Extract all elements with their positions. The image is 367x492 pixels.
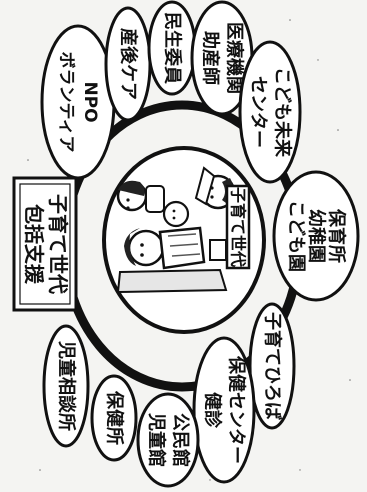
hub-title <box>12 176 78 312</box>
org-label-future-2: センター <box>248 76 269 148</box>
org-label-nursery: 保育所 <box>326 208 348 263</box>
org-label-nursery-2: 幼稚園 <box>306 209 328 263</box>
org-label-health-office: 保健所 <box>104 390 126 445</box>
org-bubble-nursery: 保育所 幼稚園 こども園 <box>272 170 360 302</box>
org-label-npo-2: ボランティア <box>56 52 76 153</box>
org-label-hiroba: 子育てひろば <box>262 312 284 420</box>
org-label-welfare: 民生委員 <box>162 12 184 84</box>
org-label-medical: 医療機関 <box>224 22 246 94</box>
org-label-npo: NPO <box>80 81 100 122</box>
hub-title-line2: 包括支援 <box>22 204 46 285</box>
org-bubble-health-office: 保健所 <box>90 374 138 462</box>
org-label-health-center: 保健センター <box>226 355 248 464</box>
org-label-child-consult: 児童相談所 <box>56 340 78 431</box>
baby-head <box>162 200 190 228</box>
org-label-medical-2: 助産師 <box>200 31 222 85</box>
org-bubble-postpartum: 産後ケア <box>104 6 152 122</box>
org-label-postpartum: 産後ケア <box>118 28 140 100</box>
center-family-label: 子育て世代 <box>229 187 248 267</box>
org-bubble-future: こども未来 センター <box>238 40 302 184</box>
hub-title-line1: 子育て世代 <box>46 194 70 294</box>
org-label-health-center-2: 健診 <box>202 392 224 429</box>
mother-head <box>127 229 165 267</box>
org-bubble-health-center: 保健センター 健診 <box>192 336 256 484</box>
org-label-community: 公民館 <box>170 413 192 467</box>
org-bubble-welfare: 民生委員 <box>147 0 197 96</box>
org-label-community-2: 児童館 <box>146 412 168 467</box>
family-illustration <box>116 166 236 294</box>
org-label-future: こども未来 <box>272 67 293 158</box>
center-label-box <box>225 184 251 270</box>
org-label-nursery-3: こども園 <box>286 200 307 272</box>
org-bubble-child-consult: 児童相談所 <box>42 324 90 448</box>
org-bubble-npo: NPO ボランティア <box>40 24 116 180</box>
org-bubble-community: 公民館 児童館 <box>136 392 200 488</box>
org-bubble-hiroba: 子育てひろば <box>248 302 296 430</box>
